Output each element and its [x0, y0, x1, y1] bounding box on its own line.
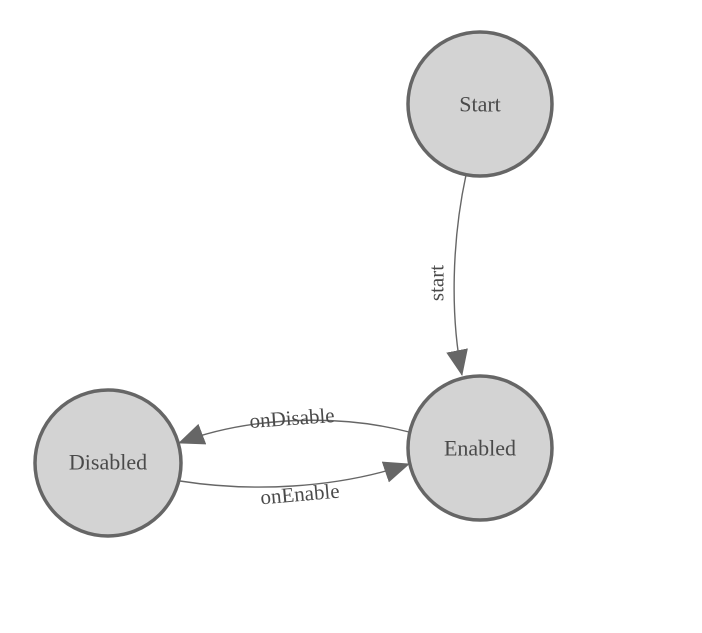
state-node-enabled-label: Enabled	[444, 436, 516, 461]
state-node-enabled-circle	[406, 374, 554, 522]
state-node-start-circle	[406, 30, 554, 178]
edge-label-onenable: onEnable	[259, 479, 340, 510]
state-node-disabled-label: Disabled	[69, 450, 147, 475]
edge-label-ondisable: onDisable	[249, 403, 336, 433]
state-node-disabled-circle	[33, 388, 183, 538]
state-node-disabled: Disabled	[33, 388, 183, 538]
edge-start-to-enabled	[446, 174, 468, 376]
state-node-enabled: Enabled	[406, 374, 554, 522]
edge-enabled-to-disabled	[178, 419, 410, 445]
edge-disabled-to-enabled	[179, 461, 410, 488]
state-node-start: Start	[406, 30, 554, 178]
state-node-start-label: Start	[459, 92, 501, 117]
edge-label-start: start	[424, 265, 448, 301]
